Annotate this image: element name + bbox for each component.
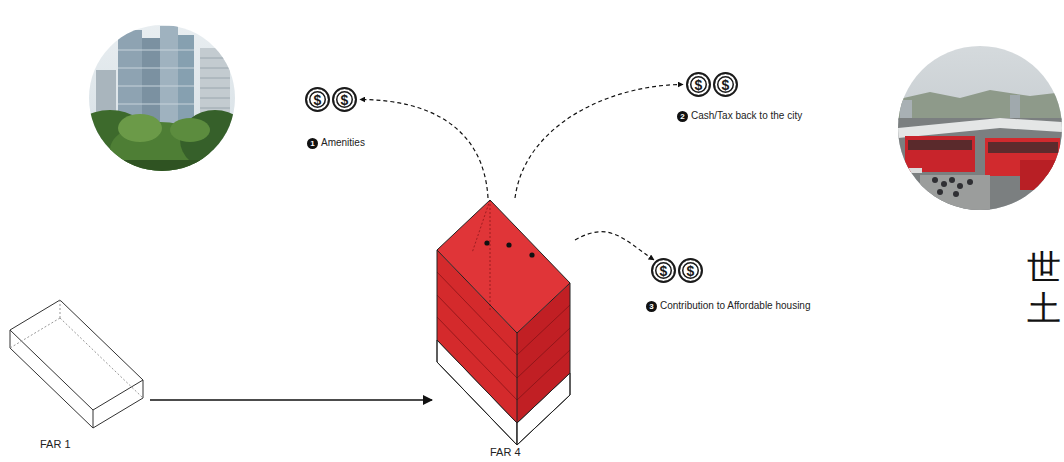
dollar-coin: $ [686, 72, 711, 97]
callout-caption: Contribution to Affordable housing [660, 299, 810, 313]
tower-photo [70, 20, 250, 180]
dollar-sign: $ [695, 78, 703, 92]
callout-caption: Cash/Tax back to the city [691, 109, 802, 123]
dollar-sign: $ [660, 264, 668, 278]
callout-number: 2 [677, 111, 688, 122]
dashed-arrow [575, 232, 654, 260]
callout-caption: Amenities [321, 136, 365, 150]
bus-station-photo [895, 44, 1064, 218]
chinese-character: 世 [1027, 250, 1061, 284]
solid-arrow [150, 399, 432, 401]
dollar-sign: $ [341, 93, 349, 107]
dollar-coin: $ [305, 87, 330, 112]
dollar-coin: $ [332, 87, 357, 112]
far-label: FAR 4 [490, 446, 521, 458]
dollar-sign: $ [687, 264, 695, 278]
callout-number: 1 [307, 138, 318, 149]
dollar-coin: $ [651, 258, 676, 283]
dollar-coin: $ [713, 72, 738, 97]
callout-number: 3 [646, 301, 657, 312]
far-label: FAR 1 [40, 438, 71, 450]
dashed-arrow [515, 85, 683, 199]
dollar-sign: $ [314, 93, 322, 107]
building-block: FAR 4 [432, 198, 575, 460]
dashed-arrow [360, 100, 488, 199]
dollar-coin: $ [678, 258, 703, 283]
chinese-character: 土 [1027, 291, 1061, 325]
building-block: FAR 1 [8, 288, 150, 456]
dollar-sign: $ [722, 78, 730, 92]
